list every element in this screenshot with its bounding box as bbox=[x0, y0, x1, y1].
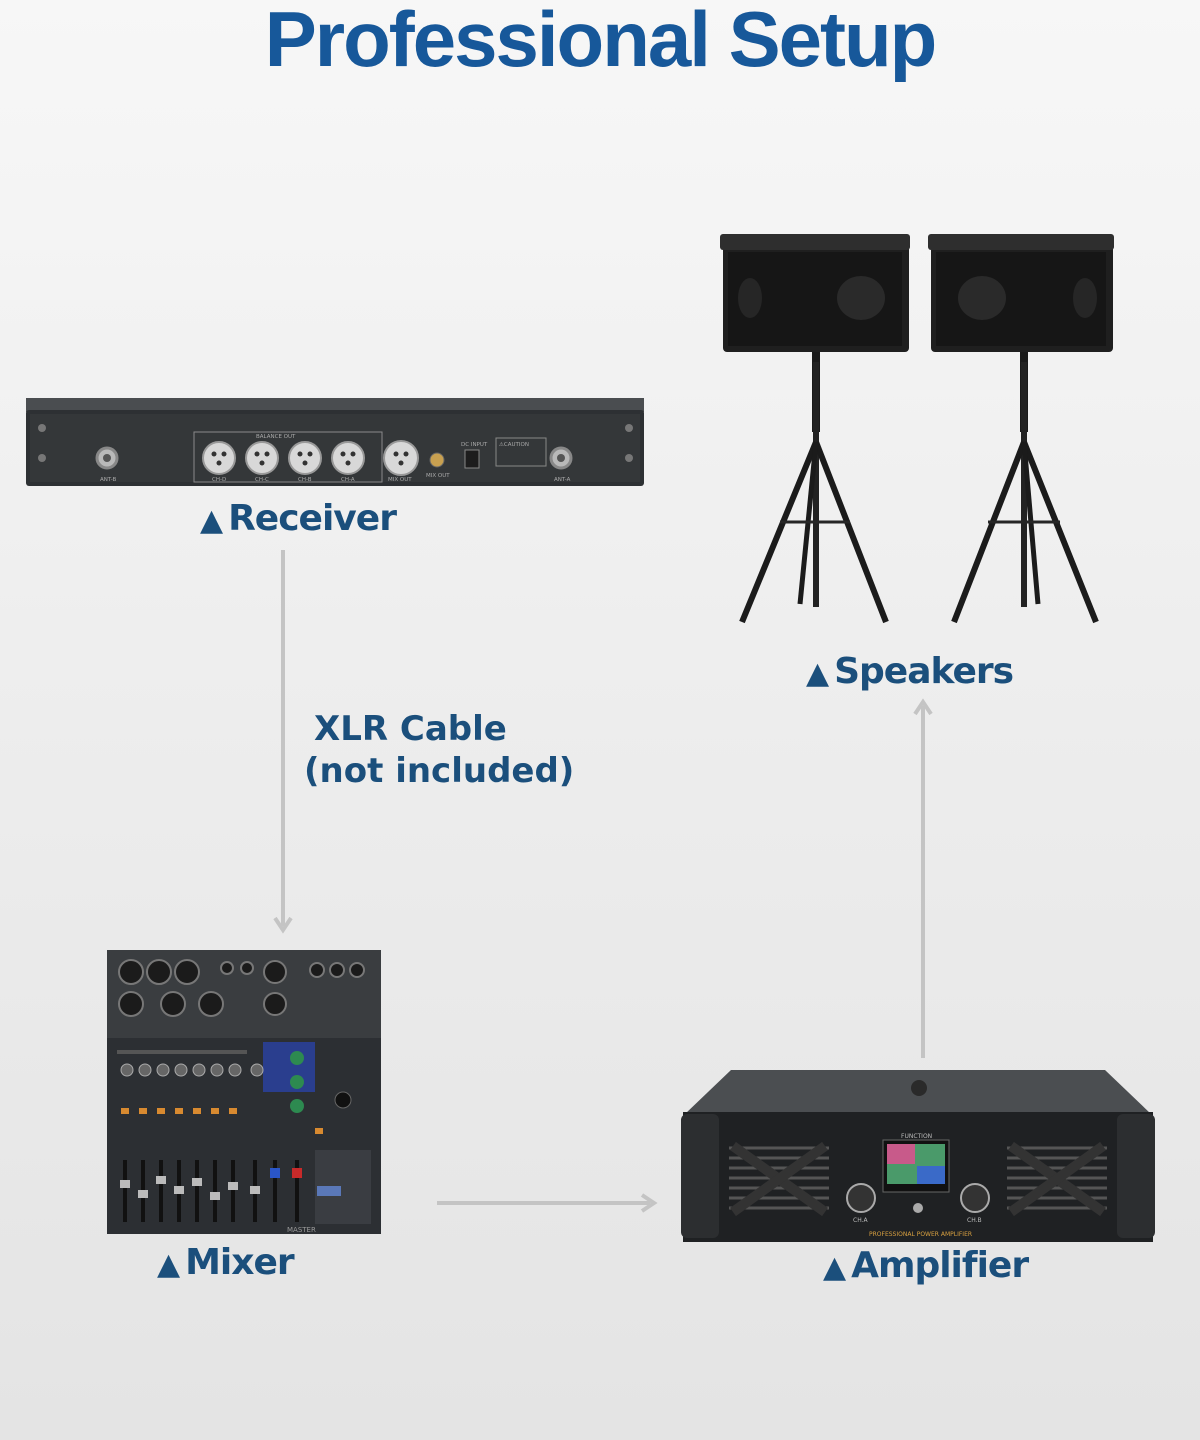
cable-line-2: (not included) bbox=[304, 751, 575, 791]
xlr-ch-a bbox=[331, 441, 365, 475]
triangle-marker-icon: ▲ bbox=[806, 656, 829, 691]
amplifier-caption: PROFESSIONAL POWER AMPLIFIER bbox=[869, 1231, 972, 1238]
mixer-label: ▲Mixer bbox=[157, 1242, 295, 1283]
mix-out-xlr-label: MIX OUT bbox=[388, 477, 412, 483]
mixer-master-label: MASTER bbox=[287, 1226, 316, 1234]
ant-a-label: ANT-A bbox=[554, 477, 571, 483]
receiver-to-mixer-arrow bbox=[273, 550, 293, 934]
mix-out-jack-label: MIX OUT bbox=[426, 473, 450, 479]
receiver-label: ▲Receiver bbox=[200, 498, 397, 539]
caution-text: ⚠CAUTION bbox=[499, 442, 529, 448]
page-title: Professional Setup bbox=[264, 0, 938, 83]
mix-out-jack bbox=[429, 452, 445, 468]
ant-b-label: ANT-B bbox=[100, 477, 117, 483]
balance-out-label: BALANCE OUT bbox=[256, 434, 296, 440]
function-button bbox=[913, 1203, 923, 1213]
ch-b-knob bbox=[960, 1183, 990, 1213]
mixer-to-amplifier-arrow bbox=[437, 1193, 658, 1213]
xlr-mix-out bbox=[383, 440, 419, 476]
mixer-device: MASTER bbox=[107, 950, 383, 1236]
xlr-ch-d bbox=[202, 441, 236, 475]
speaker-right bbox=[928, 234, 1114, 624]
ch-c-label: CH-C bbox=[255, 477, 269, 483]
dc-input-label: DC INPUT bbox=[461, 442, 488, 448]
speaker-left bbox=[720, 234, 910, 624]
ch-b-label: CH.B bbox=[967, 1217, 982, 1224]
xlr-ch-c bbox=[245, 441, 279, 475]
amplifier-label: ▲Amplifier bbox=[823, 1245, 1029, 1286]
function-label: FUNCTION bbox=[901, 1133, 932, 1140]
xlr-cable-note: XLR Cable (not included) bbox=[304, 708, 574, 792]
ch-d-label: CH-D bbox=[212, 477, 226, 483]
dc-input-port bbox=[464, 449, 480, 469]
receiver-device: BALANCE OUT CH-D CH-C CH-B CH-A MIX OUT … bbox=[26, 398, 644, 490]
amplifier-to-speakers-arrow bbox=[913, 698, 933, 1058]
speakers-device bbox=[720, 232, 1120, 632]
cable-line-1: XLR Cable bbox=[314, 709, 507, 749]
triangle-marker-icon: ▲ bbox=[157, 1247, 180, 1282]
ch-b-label: CH-B bbox=[298, 477, 312, 483]
ch-a-label: CH.A bbox=[853, 1217, 869, 1224]
amplifier-device: FUNCTION CH.A CH.B PROFESSIONAL POWER AM… bbox=[681, 1070, 1157, 1246]
ch-a-label: CH-A bbox=[341, 477, 355, 483]
ch-a-knob bbox=[846, 1183, 876, 1213]
xlr-ch-b bbox=[288, 441, 322, 475]
speakers-label: ▲Speakers bbox=[806, 651, 1014, 692]
triangle-marker-icon: ▲ bbox=[200, 503, 223, 538]
triangle-marker-icon: ▲ bbox=[823, 1250, 846, 1285]
caution-label bbox=[495, 437, 547, 467]
